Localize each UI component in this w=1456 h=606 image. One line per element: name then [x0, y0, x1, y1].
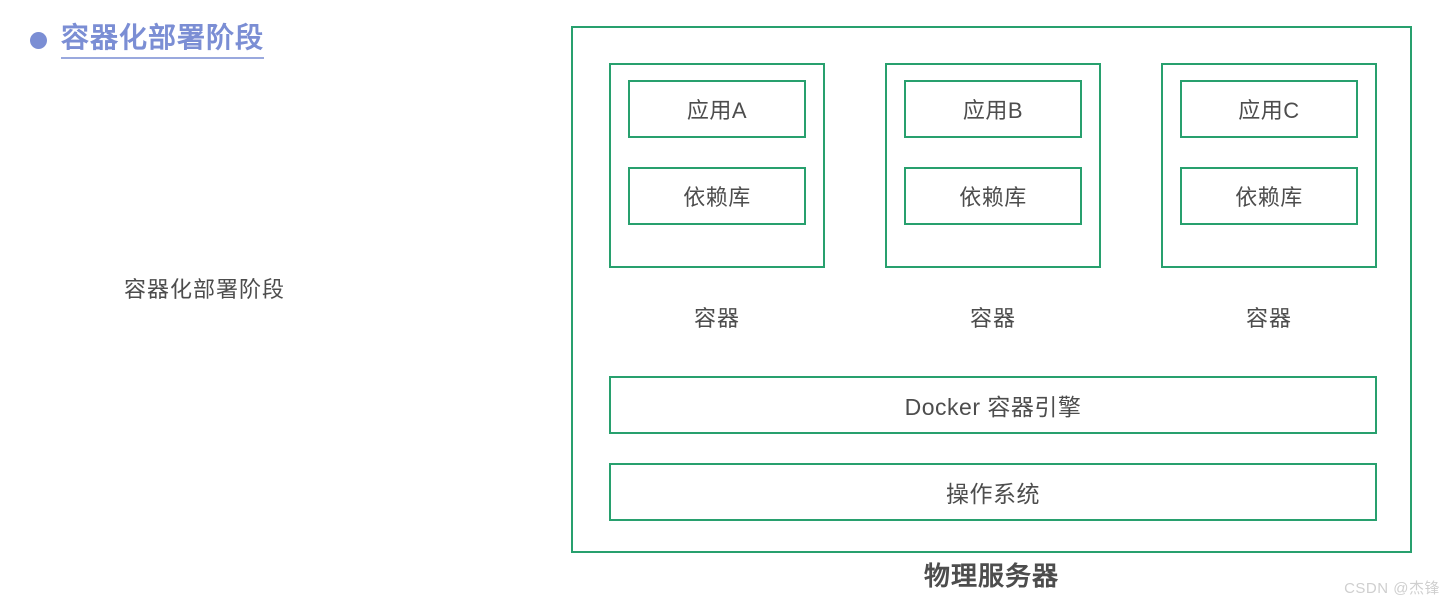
dependency-box: 依赖库 — [904, 167, 1082, 225]
physical-server-caption: 物理服务器 — [923, 561, 1059, 591]
docker-engine-box: Docker 容器引擎 — [609, 376, 1377, 434]
container-label: 容器 — [969, 306, 1016, 331]
operating-system-box: 操作系统 — [609, 463, 1377, 521]
container-label: 容器 — [1245, 306, 1292, 331]
watermark: CSDN @杰锋 — [1344, 580, 1440, 597]
dependency-box: 依赖库 — [628, 167, 806, 225]
container-box: 应用B 依赖库 — [885, 63, 1101, 268]
container-box: 应用C 依赖库 — [1161, 63, 1377, 268]
container-box: 应用A 依赖库 — [609, 63, 825, 268]
container-label-row: 容器 容器 容器 — [609, 301, 1377, 333]
application-box: 应用B — [904, 80, 1082, 138]
architecture-diagram: 应用A 依赖库 应用B 依赖库 应用C 依赖库 容器 容器 容器 Docker … — [571, 26, 1412, 553]
page-title: 容器化部署阶段 — [30, 22, 265, 60]
dependency-box: 依赖库 — [1180, 167, 1358, 225]
body-text: 容器化部署阶段 — [124, 277, 286, 302]
application-box: 应用C — [1180, 80, 1358, 138]
application-box: 应用A — [628, 80, 806, 138]
page-title-text: 容器化部署阶段 — [61, 22, 265, 60]
bullet-dot-icon — [30, 32, 47, 50]
container-label: 容器 — [693, 306, 740, 331]
container-row: 应用A 依赖库 应用B 依赖库 应用C 依赖库 — [609, 63, 1377, 268]
